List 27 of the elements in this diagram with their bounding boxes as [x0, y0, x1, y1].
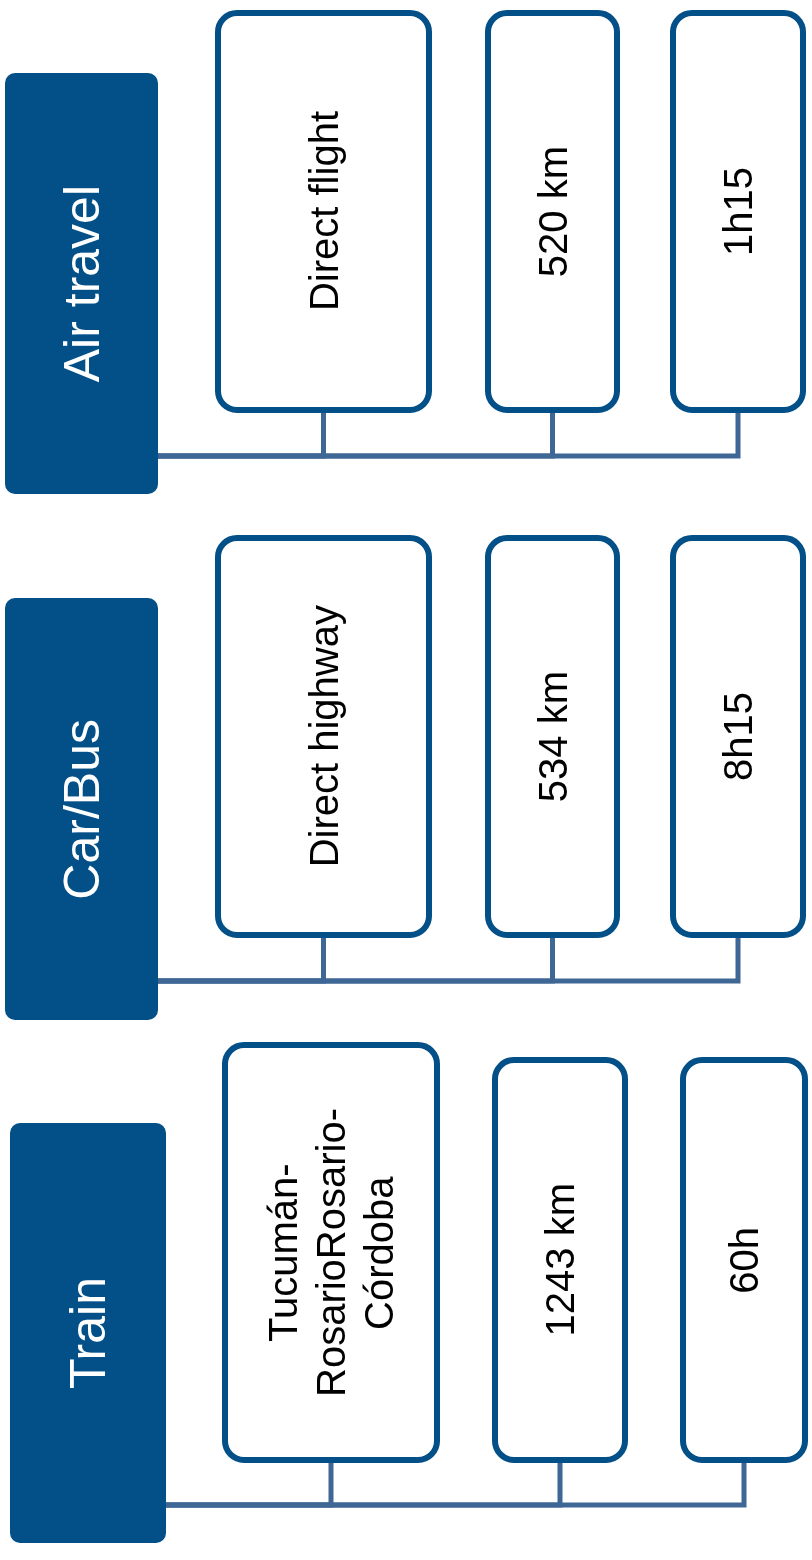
category-box [5, 598, 158, 1020]
detail-text: 534 km [529, 670, 576, 803]
detail-text: 60h [721, 1226, 767, 1294]
detail-text: Direct flight [300, 111, 347, 312]
detail-box [485, 535, 620, 938]
connector-line [158, 938, 741, 984]
detail-text: 1243 km [537, 1183, 583, 1337]
detail-text: 1h15 [715, 167, 761, 256]
detail-text: Tucumán-RosarioRosario-Córdoba [260, 1107, 402, 1399]
detail-box [680, 1057, 808, 1463]
category-label: Air travel [52, 184, 111, 383]
detail-box [492, 1057, 628, 1463]
detail-box [215, 10, 432, 413]
detail-box [670, 535, 806, 938]
detail-box [485, 10, 620, 413]
detail-text: 520 km [529, 145, 576, 278]
connector-line [166, 1463, 747, 1508]
detail-box [215, 535, 432, 938]
detail-box [222, 1042, 440, 1463]
detail-text: Direct highway [300, 605, 347, 868]
detail-box [670, 10, 806, 413]
connector-line [158, 413, 741, 459]
category-box [5, 73, 158, 494]
category-label: Car/Bus [52, 718, 111, 900]
detail-text: 8h15 [715, 692, 761, 781]
category-box [10, 1123, 166, 1543]
category-label: Train [59, 1276, 117, 1390]
